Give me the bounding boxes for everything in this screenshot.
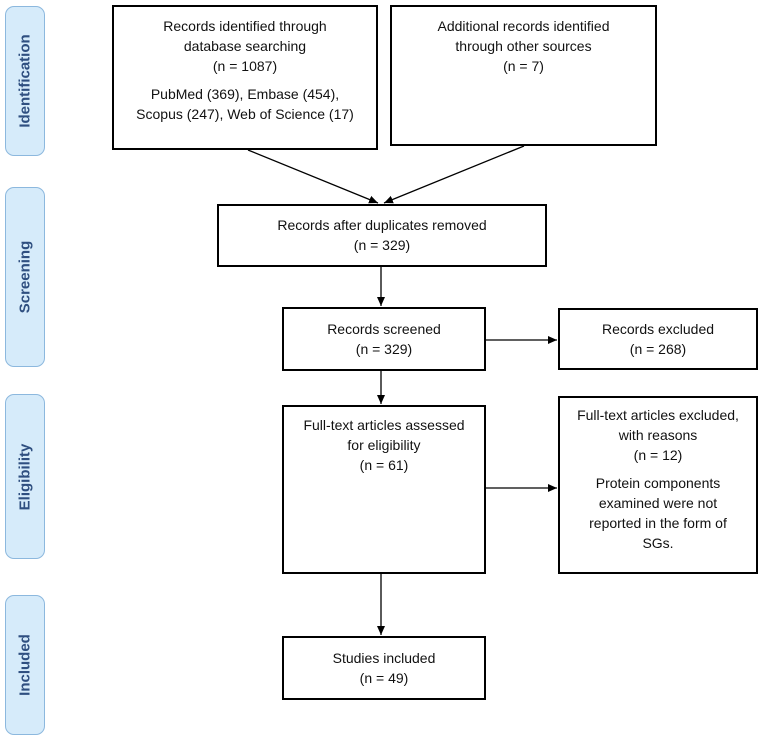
studies-included-count: (n = 49) bbox=[359, 670, 409, 686]
arrow-database-to-dedup bbox=[247, 149, 379, 204]
box-other-sources: Additional records identified through ot… bbox=[390, 5, 657, 146]
fulltext-assessed-line1: Full-text articles assessed bbox=[303, 417, 465, 433]
studies-included-line1: Studies included bbox=[332, 650, 436, 666]
database-search-detail1: PubMed (369), Embase (454), bbox=[150, 86, 340, 102]
box-fulltext-assessed: Full-text articles assessed for eligibil… bbox=[282, 405, 486, 574]
fulltext-excluded-reason1: Protein components bbox=[595, 475, 721, 491]
fulltext-excluded-line1: Full-text articles excluded, bbox=[577, 407, 739, 423]
fulltext-assessed-line2: for eligibility bbox=[347, 437, 421, 453]
box-studies-included: Studies included (n = 49) bbox=[282, 636, 486, 700]
fulltext-excluded-reason3: reported in the form of bbox=[589, 515, 727, 531]
other-sources-line1: Additional records identified bbox=[437, 18, 610, 34]
other-sources-line2: through other sources bbox=[455, 38, 592, 54]
fulltext-excluded-line2: with reasons bbox=[618, 427, 698, 443]
stage-included: Included bbox=[5, 595, 45, 735]
database-search-detail2: Scopus (247), Web of Science (17) bbox=[136, 106, 354, 122]
fulltext-excluded-count: (n = 12) bbox=[633, 447, 683, 463]
database-search-count: (n = 1087) bbox=[212, 58, 278, 74]
arrow-other-to-dedup bbox=[383, 145, 525, 204]
records-excluded-line1: Records excluded bbox=[601, 321, 715, 337]
records-screened-count: (n = 329) bbox=[355, 341, 413, 357]
stage-screening: Screening bbox=[5, 187, 45, 367]
stage-identification: Identification bbox=[5, 6, 45, 156]
other-sources-count: (n = 7) bbox=[503, 58, 544, 74]
box-records-excluded: Records excluded (n = 268) bbox=[558, 308, 758, 370]
fulltext-excluded-reason2: examined were not bbox=[598, 495, 718, 511]
database-search-line1: Records identified through bbox=[163, 18, 327, 34]
database-search-line2: database searching bbox=[183, 38, 307, 54]
box-after-duplicates: Records after duplicates removed (n = 32… bbox=[217, 204, 547, 267]
records-screened-line1: Records screened bbox=[327, 321, 441, 337]
fulltext-excluded-reason4: SGs. bbox=[642, 535, 674, 551]
box-fulltext-excluded: Full-text articles excluded, with reason… bbox=[558, 396, 758, 574]
stage-eligibility: Eligibility bbox=[5, 394, 45, 559]
fulltext-assessed-count: (n = 61) bbox=[359, 457, 409, 473]
box-records-screened: Records screened (n = 329) bbox=[282, 307, 486, 371]
box-database-search: Records identified through database sear… bbox=[112, 5, 378, 150]
records-excluded-count: (n = 268) bbox=[629, 341, 687, 357]
after-duplicates-line1: Records after duplicates removed bbox=[277, 217, 487, 233]
after-duplicates-count: (n = 329) bbox=[353, 237, 411, 253]
